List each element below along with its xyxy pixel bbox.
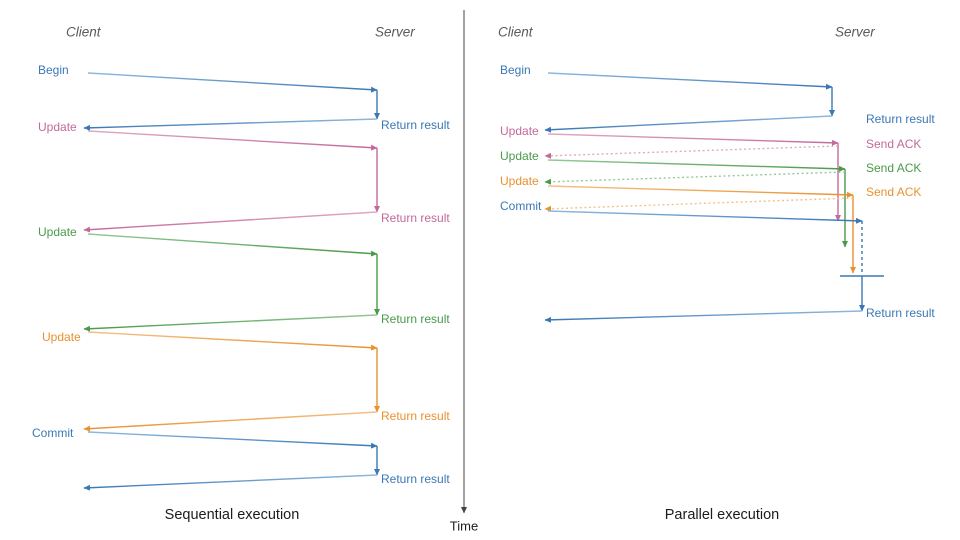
message-arrow	[547, 133, 839, 146]
message-label: Return result	[381, 409, 450, 423]
message-label: Send ACK	[866, 161, 921, 175]
message-arrow	[547, 185, 854, 198]
message-arrow	[87, 130, 378, 151]
message-label: Return result	[866, 112, 935, 126]
time-axis-label: Time	[450, 518, 478, 533]
message-arrow	[83, 211, 378, 233]
message-label: Return result	[381, 211, 450, 225]
message-arrow	[544, 145, 839, 159]
message-label: Begin	[500, 63, 531, 77]
message-label: Update	[38, 120, 77, 134]
message-arrow	[547, 210, 863, 224]
message-arrow	[87, 431, 378, 449]
message-label: Commit	[32, 426, 74, 440]
message-label: Update	[42, 330, 81, 344]
client-lifeline-header-sequential: Client	[66, 25, 102, 40]
message-arrow	[87, 233, 378, 257]
message-arrow	[547, 159, 846, 172]
message-arrow	[87, 331, 378, 351]
message-label: Send ACK	[866, 185, 921, 199]
panel-caption-parallel: Parallel execution	[665, 507, 779, 523]
message-arrow	[544, 197, 854, 212]
client-lifeline-header-parallel: Client	[498, 25, 534, 40]
message-label: Update	[500, 174, 539, 188]
message-arrow	[87, 72, 378, 93]
server-lifeline-header-parallel: Server	[835, 25, 875, 40]
message-arrow	[83, 118, 378, 131]
message-arrow	[83, 411, 378, 432]
message-label: Return result	[381, 312, 450, 326]
message-label: Update	[38, 225, 77, 239]
message-arrow	[83, 314, 378, 332]
message-arrow	[83, 474, 378, 491]
message-label: Return result	[866, 306, 935, 320]
panel-caption-sequential: Sequential execution	[165, 507, 300, 523]
message-label: Update	[500, 149, 539, 163]
message-label: Commit	[500, 199, 542, 213]
message-label: Return result	[381, 472, 450, 486]
message-arrow	[544, 310, 863, 323]
message-label: Update	[500, 124, 539, 138]
message-label: Begin	[38, 63, 69, 77]
message-arrow	[544, 115, 833, 133]
message-label: Send ACK	[866, 137, 921, 151]
message-arrow	[547, 72, 833, 90]
server-lifeline-header-sequential: Server	[375, 25, 415, 40]
message-arrow	[544, 171, 846, 185]
message-label: Return result	[381, 118, 450, 132]
